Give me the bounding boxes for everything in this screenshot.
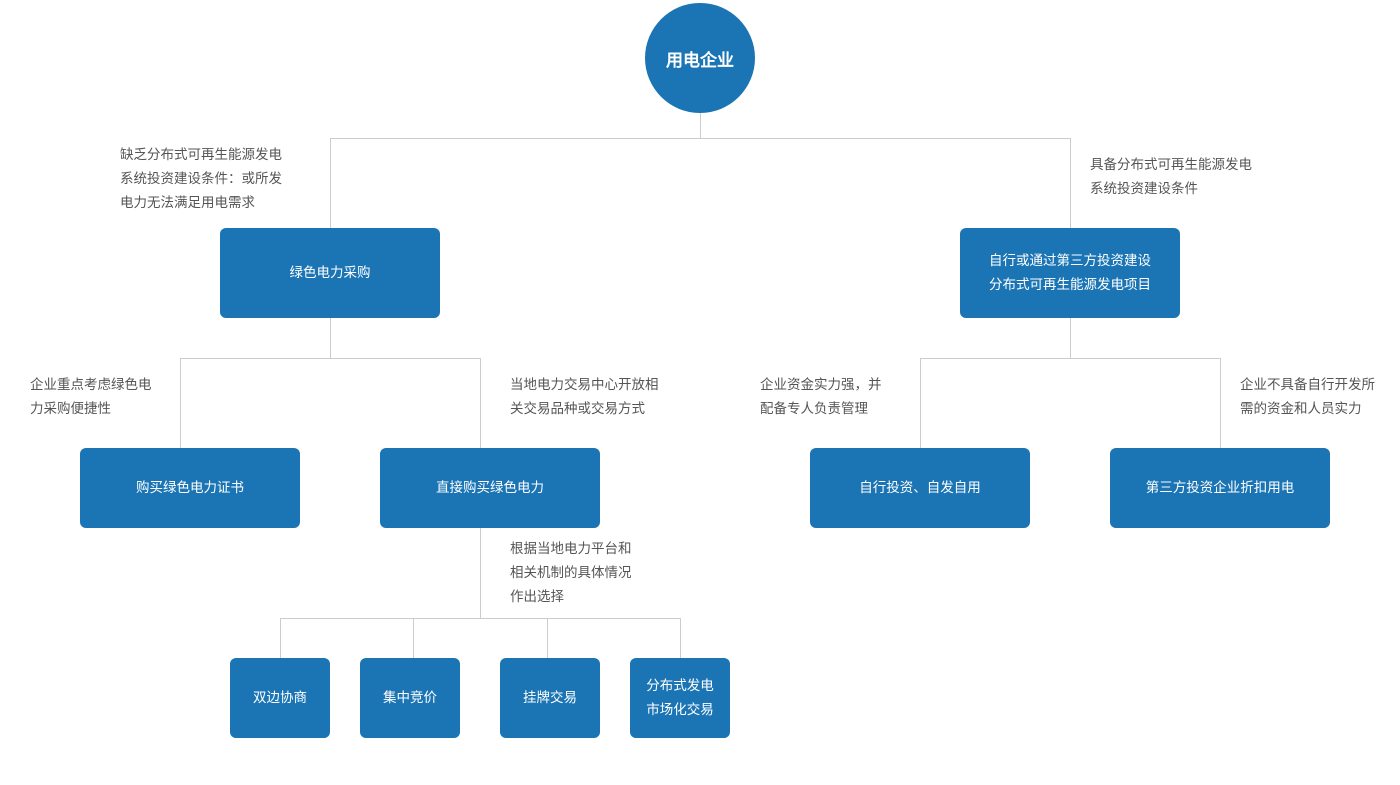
- node-green-power-purchase: 绿色电力采购: [220, 228, 440, 318]
- connector: [280, 618, 681, 619]
- node-buy-green-certificate: 购买绿色电力证书: [80, 448, 300, 528]
- connector: [920, 358, 921, 448]
- connector: [1070, 138, 1071, 228]
- connector: [680, 618, 681, 658]
- connector: [700, 113, 701, 138]
- connector: [413, 618, 414, 658]
- connector: [480, 358, 481, 448]
- connector: [480, 528, 481, 618]
- node-self-or-third-party-build: 自行或通过第三方投资建设 分布式可再生能源发电项目: [960, 228, 1180, 318]
- connector: [330, 138, 1071, 139]
- connector: [920, 358, 1221, 359]
- note-lacks-conditions: 缺乏分布式可再生能源发电 系统投资建设条件：或所发 电力无法满足用电需求: [120, 147, 282, 211]
- connector: [1070, 318, 1071, 358]
- node-distributed-market-trade: 分布式发电 市场化交易: [630, 658, 730, 738]
- note-has-conditions: 具备分布式可再生能源发电 系统投资建设条件: [1090, 157, 1252, 197]
- connector: [280, 618, 281, 658]
- note-lacks-capital: 企业不具备自行开发所 需的资金和人员实力: [1240, 377, 1375, 417]
- connector: [330, 318, 331, 358]
- node-centralized-bidding: 集中竞价: [360, 658, 460, 738]
- note-strong-capital: 企业资金实力强，并 配备专人负责管理: [760, 377, 882, 417]
- connector: [180, 358, 181, 448]
- node-listing-trade: 挂牌交易: [500, 658, 600, 738]
- connector: [330, 138, 331, 228]
- root-label: 用电企业: [666, 50, 734, 71]
- connector: [547, 618, 548, 658]
- root-node: 用电企业: [645, 3, 755, 113]
- note-focus-convenience: 企业重点考虑绿色电 力采购便捷性: [30, 377, 152, 417]
- note-choose-by-platform: 根据当地电力平台和 相关机制的具体情况 作出选择: [510, 541, 632, 605]
- connector: [180, 358, 481, 359]
- note-local-exchange-open: 当地电力交易中心开放相 关交易品种或交易方式: [510, 377, 659, 417]
- connector: [1220, 358, 1221, 448]
- node-self-invest-self-use: 自行投资、自发自用: [810, 448, 1030, 528]
- node-direct-buy-green-power: 直接购买绿色电力: [380, 448, 600, 528]
- node-third-party-discount: 第三方投资企业折扣用电: [1110, 448, 1330, 528]
- node-bilateral-negotiation: 双边协商: [230, 658, 330, 738]
